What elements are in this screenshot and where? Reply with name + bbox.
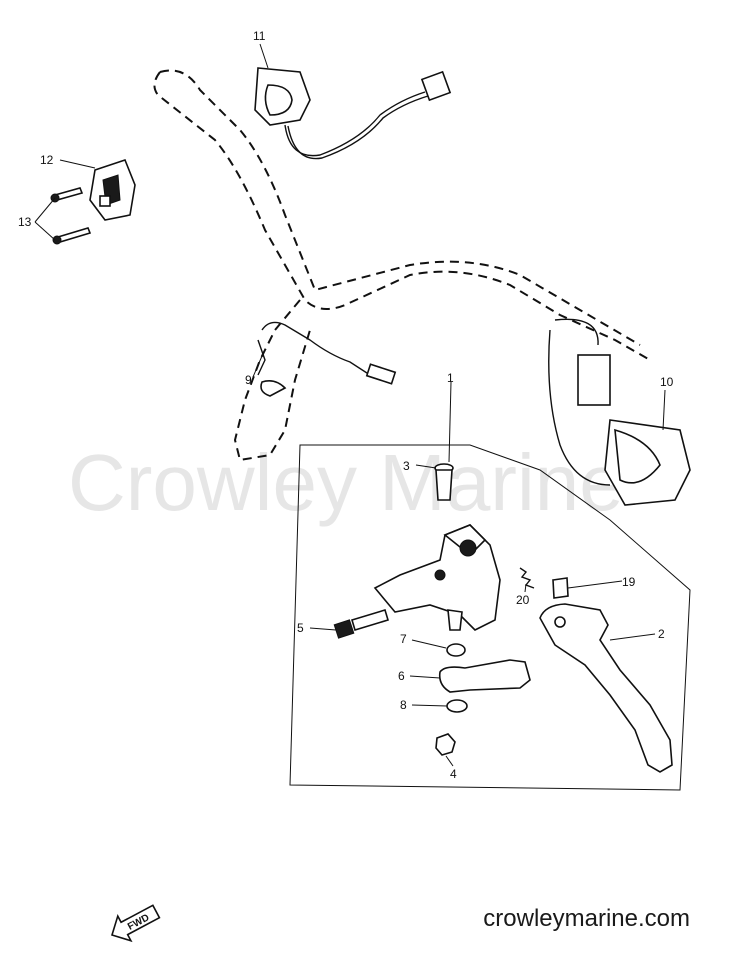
callout-7: 7 bbox=[400, 632, 407, 646]
part-1-bracket bbox=[373, 524, 501, 631]
part-6-link bbox=[438, 659, 531, 693]
part-8-washer bbox=[446, 699, 468, 713]
part-12-cover bbox=[89, 159, 136, 221]
part-3-bolt bbox=[434, 463, 454, 501]
callout-12: 12 bbox=[40, 153, 54, 167]
callout-20: 20 bbox=[516, 593, 530, 607]
callout-11: 11 bbox=[253, 29, 266, 43]
callout-5: 5 bbox=[297, 621, 304, 635]
callout-8: 8 bbox=[400, 698, 407, 712]
part-11-switch bbox=[254, 67, 452, 160]
handlebar-outline bbox=[153, 69, 651, 462]
part-9-harness bbox=[257, 321, 397, 397]
part-13-screws bbox=[50, 187, 92, 245]
callout-6: 6 bbox=[398, 669, 405, 683]
part-20-spring bbox=[519, 567, 535, 589]
callout-1: 1 bbox=[447, 371, 454, 385]
callout-3: 3 bbox=[403, 459, 410, 473]
watermark: Crowley Marine bbox=[68, 438, 624, 527]
part-4-nut bbox=[435, 733, 456, 756]
callout-2: 2 bbox=[658, 627, 665, 641]
part-2-lever bbox=[539, 603, 673, 773]
callout-10: 10 bbox=[660, 375, 674, 389]
callout-13: 13 bbox=[18, 215, 32, 229]
part-19-pin bbox=[552, 577, 569, 599]
callout-19: 19 bbox=[622, 575, 636, 589]
callout-4: 4 bbox=[450, 767, 457, 781]
part-7-collar bbox=[446, 643, 466, 657]
lever-pivot-hole bbox=[554, 616, 566, 628]
callout-9: 9 bbox=[245, 373, 252, 387]
fwd-arrow-icon: FWD bbox=[111, 904, 161, 943]
leader-lines bbox=[34, 43, 666, 767]
fwd-label: FWD bbox=[126, 912, 151, 932]
part-10-switch bbox=[548, 318, 691, 506]
site-credit: crowleymarine.com bbox=[483, 905, 690, 932]
assembly-boundary bbox=[289, 444, 691, 791]
part-5-bolt bbox=[333, 609, 389, 639]
